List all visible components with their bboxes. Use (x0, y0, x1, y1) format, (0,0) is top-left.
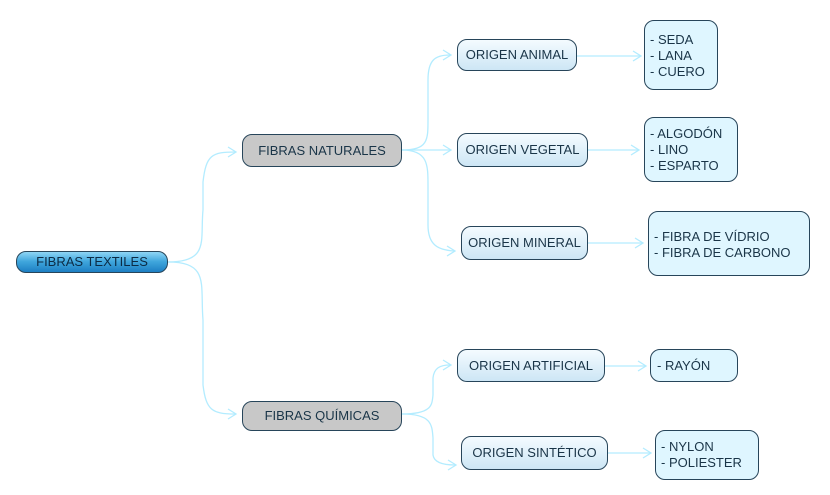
leaf-item: - ALGODÓN (650, 126, 723, 141)
origin-label: ORIGEN VEGETAL (465, 142, 580, 157)
leaf-node-mineral[interactable]: - FIBRA DE VÍDRIO - FIBRA DE CARBONO (648, 211, 810, 276)
leaf-item: - RAYÓN (657, 357, 711, 373)
leaf-item: - LANA (650, 48, 692, 63)
connector-naturales-mineral (401, 149, 455, 252)
root-node[interactable]: FIBRAS TEXTILES (16, 251, 168, 273)
leaf-item: - SEDA (650, 32, 694, 47)
origin-label: ORIGEN ANIMAL (465, 47, 569, 62)
leaf-item: - POLIESTER (661, 455, 742, 470)
arrowhead (442, 359, 453, 371)
arrowhead (637, 360, 648, 372)
connector-quimicas-sintetico (401, 413, 456, 466)
arrowheads (227, 49, 653, 471)
arrowhead (227, 146, 238, 158)
category-label: FIBRAS QUÍMICAS (264, 408, 380, 423)
leaf-node-animal[interactable]: - SEDA - LANA - CUERO (644, 20, 718, 90)
category-label: FIBRAS NATURALES (258, 142, 386, 158)
leaf-node-sintetico[interactable]: - NYLON - POLIESTER (655, 430, 759, 480)
connector-quimicas-artificial (401, 364, 451, 415)
arrowhead (442, 49, 453, 61)
leaf-item: - FIBRA DE CARBONO (654, 245, 791, 260)
arrowhead (632, 50, 643, 62)
leaf-item: - CUERO (650, 64, 705, 79)
arrowhead (442, 144, 453, 156)
origin-node-vegetal[interactable]: ORIGEN VEGETAL (457, 133, 588, 167)
leaf-item: - NYLON (661, 439, 714, 454)
leaf-item: - ESPARTO (650, 158, 719, 173)
root-label: FIBRAS TEXTILES (36, 254, 148, 269)
origin-node-sintetico[interactable]: ORIGEN SINTÉTICO (461, 436, 608, 470)
origin-node-artificial[interactable]: ORIGEN ARTIFICIAL (457, 349, 605, 382)
arrowhead (634, 237, 645, 249)
arrowhead (447, 459, 458, 471)
origin-label: ORIGEN MINERAL (468, 235, 581, 250)
origin-label: ORIGEN SINTÉTICO (472, 445, 597, 460)
arrowhead (227, 408, 238, 420)
connector-naturales-animal (401, 54, 451, 151)
leaf-item: - LINO (650, 142, 689, 157)
category-node-naturales[interactable]: FIBRAS NATURALES (242, 134, 402, 167)
origin-label: ORIGEN ARTIFICIAL (468, 357, 593, 373)
arrowhead (642, 447, 653, 459)
origin-node-animal[interactable]: ORIGEN ANIMAL (457, 39, 577, 71)
connector-root-quimicas (167, 261, 236, 415)
origin-node-mineral[interactable]: ORIGEN MINERAL (461, 226, 588, 260)
arrowhead (630, 144, 641, 156)
connector-root-naturales (167, 151, 236, 263)
category-node-quimicas[interactable]: FIBRAS QUÍMICAS (242, 401, 402, 431)
arrowhead (446, 245, 457, 257)
leaf-item: - FIBRA DE VÍDRIO (654, 229, 770, 244)
leaf-node-vegetal[interactable]: - ALGODÓN - LINO - ESPARTO (644, 117, 738, 182)
leaf-node-artificial[interactable]: - RAYÓN (650, 349, 738, 382)
